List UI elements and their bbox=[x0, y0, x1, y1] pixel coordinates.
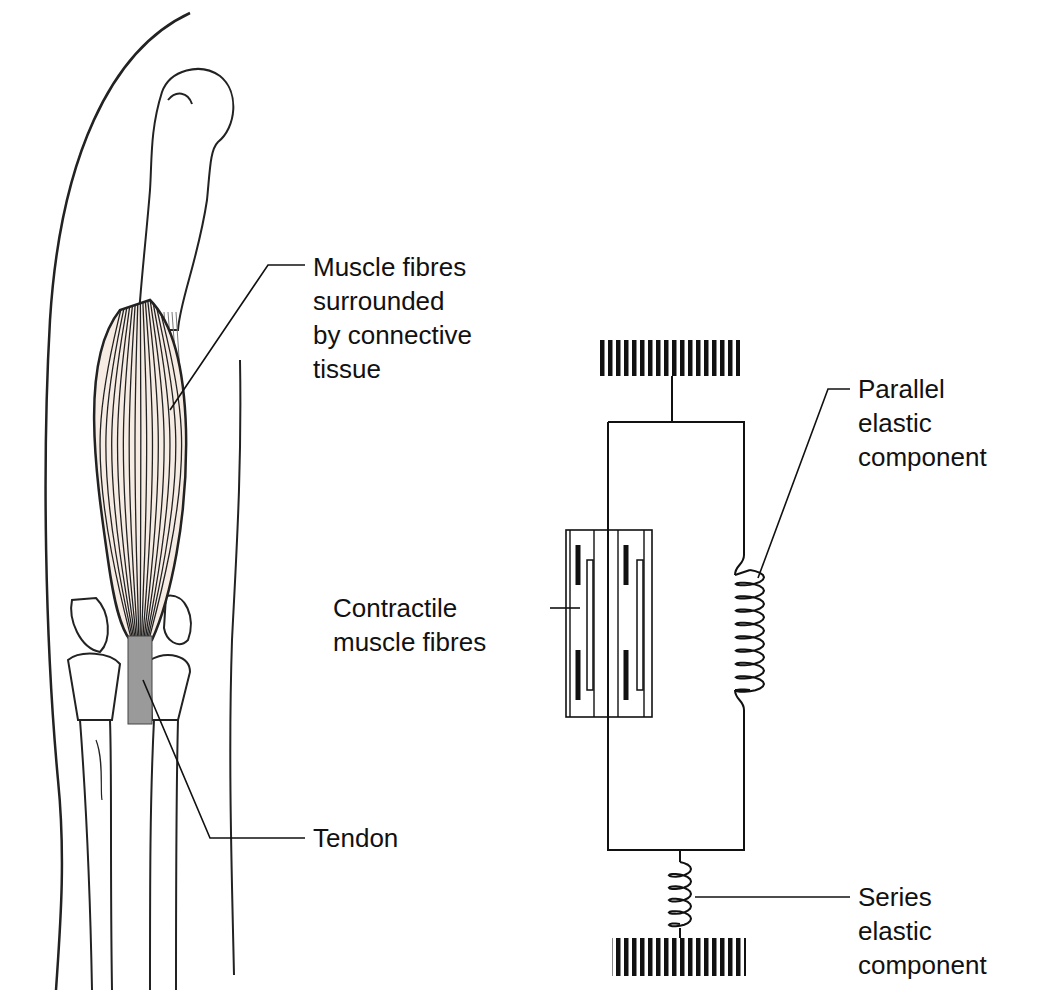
humerus bbox=[138, 69, 233, 330]
muscle-fibre-line bbox=[139, 300, 141, 645]
elbow-condyle bbox=[71, 598, 108, 652]
z-line bbox=[617, 530, 618, 717]
radius-edge bbox=[110, 720, 112, 990]
tendon bbox=[128, 636, 152, 724]
z-line bbox=[643, 530, 644, 717]
humerus-bone bbox=[138, 69, 233, 330]
myosin-filament bbox=[624, 650, 629, 700]
leader-line bbox=[143, 680, 305, 838]
myosin-filament bbox=[624, 545, 629, 585]
label: Parallel elastic component bbox=[858, 372, 1008, 474]
label: Contractile muscle fibres bbox=[333, 591, 543, 659]
muscle-fibre-line bbox=[143, 300, 158, 645]
label: Tendon bbox=[313, 821, 473, 855]
muscle-fibre-line bbox=[118, 300, 136, 645]
radius-head bbox=[68, 654, 120, 720]
model-frame bbox=[607, 530, 609, 717]
humerus-head-line bbox=[168, 94, 192, 104]
muscle-fibre-line bbox=[148, 300, 182, 645]
leader-line bbox=[170, 265, 305, 410]
label: Muscle fibres surrounded by connective t… bbox=[313, 250, 476, 386]
leader-line bbox=[695, 896, 850, 898]
z-line bbox=[569, 530, 570, 717]
label: Series elastic component bbox=[858, 880, 1008, 982]
spring-end bbox=[735, 570, 750, 690]
spring-coil bbox=[736, 570, 764, 692]
sarcomere-filaments bbox=[570, 530, 644, 717]
muscle-fibre-line bbox=[142, 300, 152, 645]
fixed-support bbox=[612, 938, 746, 976]
fixed-support bbox=[600, 340, 740, 376]
myosin-filament bbox=[576, 650, 581, 700]
leader-line bbox=[758, 389, 850, 578]
contractile-element bbox=[566, 530, 652, 717]
muscle-fibres bbox=[100, 300, 182, 645]
arm-outline bbox=[46, 13, 241, 990]
leader-line bbox=[550, 607, 580, 609]
model-link bbox=[671, 376, 673, 422]
elbow-condyle bbox=[164, 596, 191, 645]
bone-detail bbox=[96, 740, 102, 800]
muscle-fibre-line bbox=[135, 300, 139, 645]
series-spring bbox=[669, 850, 691, 938]
z-line bbox=[593, 530, 594, 717]
ulna-edge bbox=[150, 720, 154, 990]
radius-edge bbox=[80, 720, 92, 990]
actin-filament bbox=[637, 560, 643, 690]
arm-inner-edge bbox=[230, 360, 240, 975]
spring-coil bbox=[669, 862, 691, 926]
parallel-spring bbox=[735, 570, 764, 692]
forearm-bones bbox=[80, 720, 178, 990]
actin-filament bbox=[587, 560, 593, 690]
myosin-filament bbox=[576, 545, 581, 585]
